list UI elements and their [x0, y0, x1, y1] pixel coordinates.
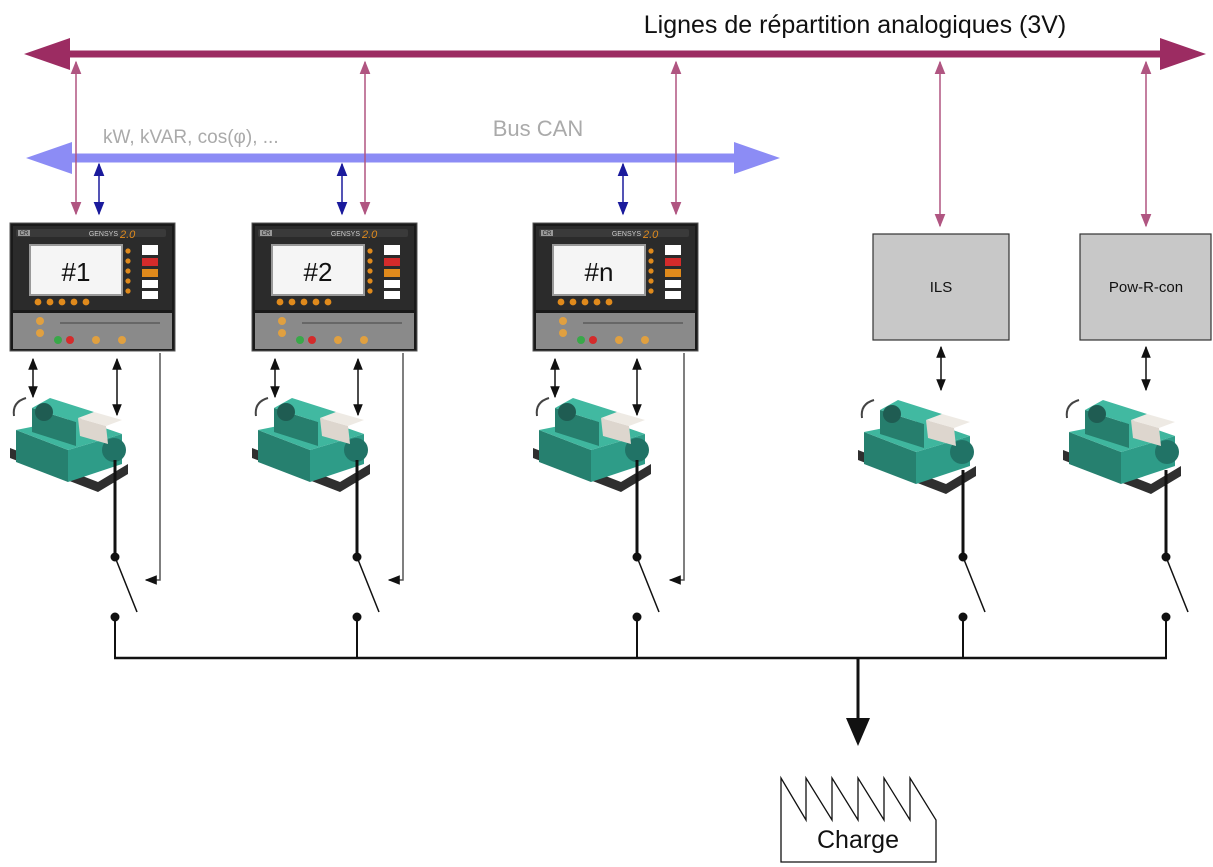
controller-2-brand: GENSYS	[331, 231, 361, 238]
genset-2-icon	[251, 397, 371, 493]
controller-2-screen-label: #2	[304, 257, 333, 287]
genset-ils-icon	[857, 399, 977, 495]
genset-powrcon-icon	[1062, 399, 1182, 495]
controller-2: CR GENSYS 2.0 #2	[251, 222, 418, 352]
analog-bus-right-arrowhead	[1160, 38, 1206, 70]
controller-n-screen-label: #n	[585, 257, 614, 287]
breaker-ils	[958, 470, 986, 658]
ctrl1-breaker-feedback	[144, 353, 161, 585]
ils-box: ILS	[872, 233, 1010, 341]
load-label: Charge	[817, 826, 899, 854]
powrcon-box: Pow-R-con	[1079, 233, 1212, 341]
ctrl2-breaker-feedback	[387, 353, 404, 585]
controller-1-corner-label: CR	[20, 231, 29, 237]
genset-n-icon	[532, 397, 652, 493]
controller-n-brand: GENSYS	[612, 231, 642, 238]
controller-2-corner-label: CR	[262, 231, 271, 237]
breaker-2	[352, 460, 380, 658]
controller-1-brand: GENSYS	[89, 231, 119, 238]
load-factory-icon: Charge	[780, 775, 937, 863]
genset-1-icon	[9, 397, 129, 493]
breaker-n	[632, 460, 660, 658]
controller-n-corner-label: CR	[543, 231, 552, 237]
ctrln-breaker-feedback	[668, 353, 685, 585]
breaker-1	[110, 460, 138, 658]
analog-bus-left-arrowhead	[24, 38, 70, 70]
controller-1-screen-label: #1	[62, 257, 91, 287]
load-feed-arrowhead	[846, 718, 870, 746]
can-bus-left-arrowhead	[26, 142, 72, 174]
analog-bus-label: Lignes de répartition analogiques (3V)	[644, 11, 1067, 39]
can-bus-right-arrowhead	[734, 142, 780, 174]
controller-n: CR GENSYS 2.0 #n	[532, 222, 699, 352]
controller-1: CR GENSYS 2.0 #1	[9, 222, 176, 352]
can-bus-label: Bus CAN	[493, 116, 583, 141]
controller-n-version: 2.0	[642, 229, 659, 241]
controller-2-version: 2.0	[361, 229, 378, 241]
can-quantities-label: kW, kVAR, cos(φ), ...	[103, 127, 279, 148]
controller-1-version: 2.0	[119, 229, 136, 241]
powrcon-label: Pow-R-con	[1109, 279, 1183, 296]
ils-label: ILS	[930, 279, 953, 296]
breaker-powrcon	[1161, 470, 1189, 658]
